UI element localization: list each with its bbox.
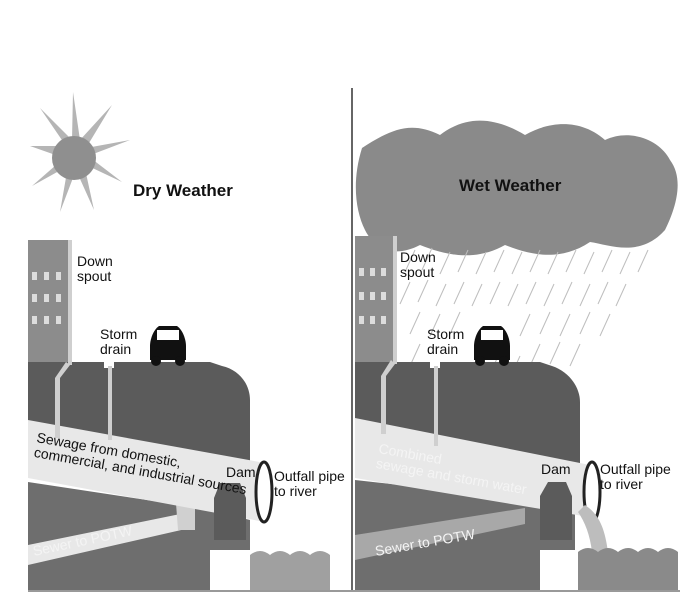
wet-car-icon [474, 326, 510, 366]
wet-storm-drain-icon [430, 362, 440, 446]
dry-storm-drain-icon [104, 362, 114, 440]
dry-dam [214, 483, 246, 540]
dry-sewage-pipe [28, 420, 265, 522]
sun-icon [30, 92, 130, 212]
wet-weather-title: Wet Weather [459, 176, 562, 195]
wet-downspout-icon [381, 236, 397, 434]
dry-outfall-label: Outfall pipe to river [274, 468, 349, 499]
wet-overflow-stream [578, 505, 608, 552]
wet-river [578, 548, 678, 590]
cloud-icon [355, 120, 678, 256]
wet-outfall-label: Outfall pipe to river [600, 461, 675, 492]
wet-dam-label: Dam [541, 461, 571, 477]
dry-downspout-icon [55, 240, 72, 438]
wet-sewer-pipe [355, 508, 525, 560]
dry-car-icon [150, 326, 186, 366]
dry-downspout-label: Down spout [77, 253, 117, 284]
wet-upper-ground [355, 362, 580, 468]
dry-river [250, 551, 330, 590]
dry-building [28, 240, 70, 365]
wet-weather-panel: Wet Weather Down spout Storm drain Combi… [355, 120, 678, 590]
dry-sewer-pipe [28, 512, 190, 565]
dry-storm-drain-label: Storm drain [100, 326, 141, 357]
rain-icon [399, 247, 649, 379]
dry-outfall-pipe [254, 460, 274, 524]
wet-storm-drain-label: Storm drain [427, 326, 468, 357]
dry-dam-label: Dam [226, 464, 256, 480]
wet-downspout-label: Down spout [400, 249, 440, 280]
dry-weather-title: Dry Weather [133, 181, 233, 200]
wet-combined-pipe [355, 418, 595, 518]
dry-weather-panel: Dry Weather Down spout Storm drain Sewag… [28, 92, 349, 590]
wet-dam [540, 482, 572, 540]
wet-building [355, 236, 395, 364]
